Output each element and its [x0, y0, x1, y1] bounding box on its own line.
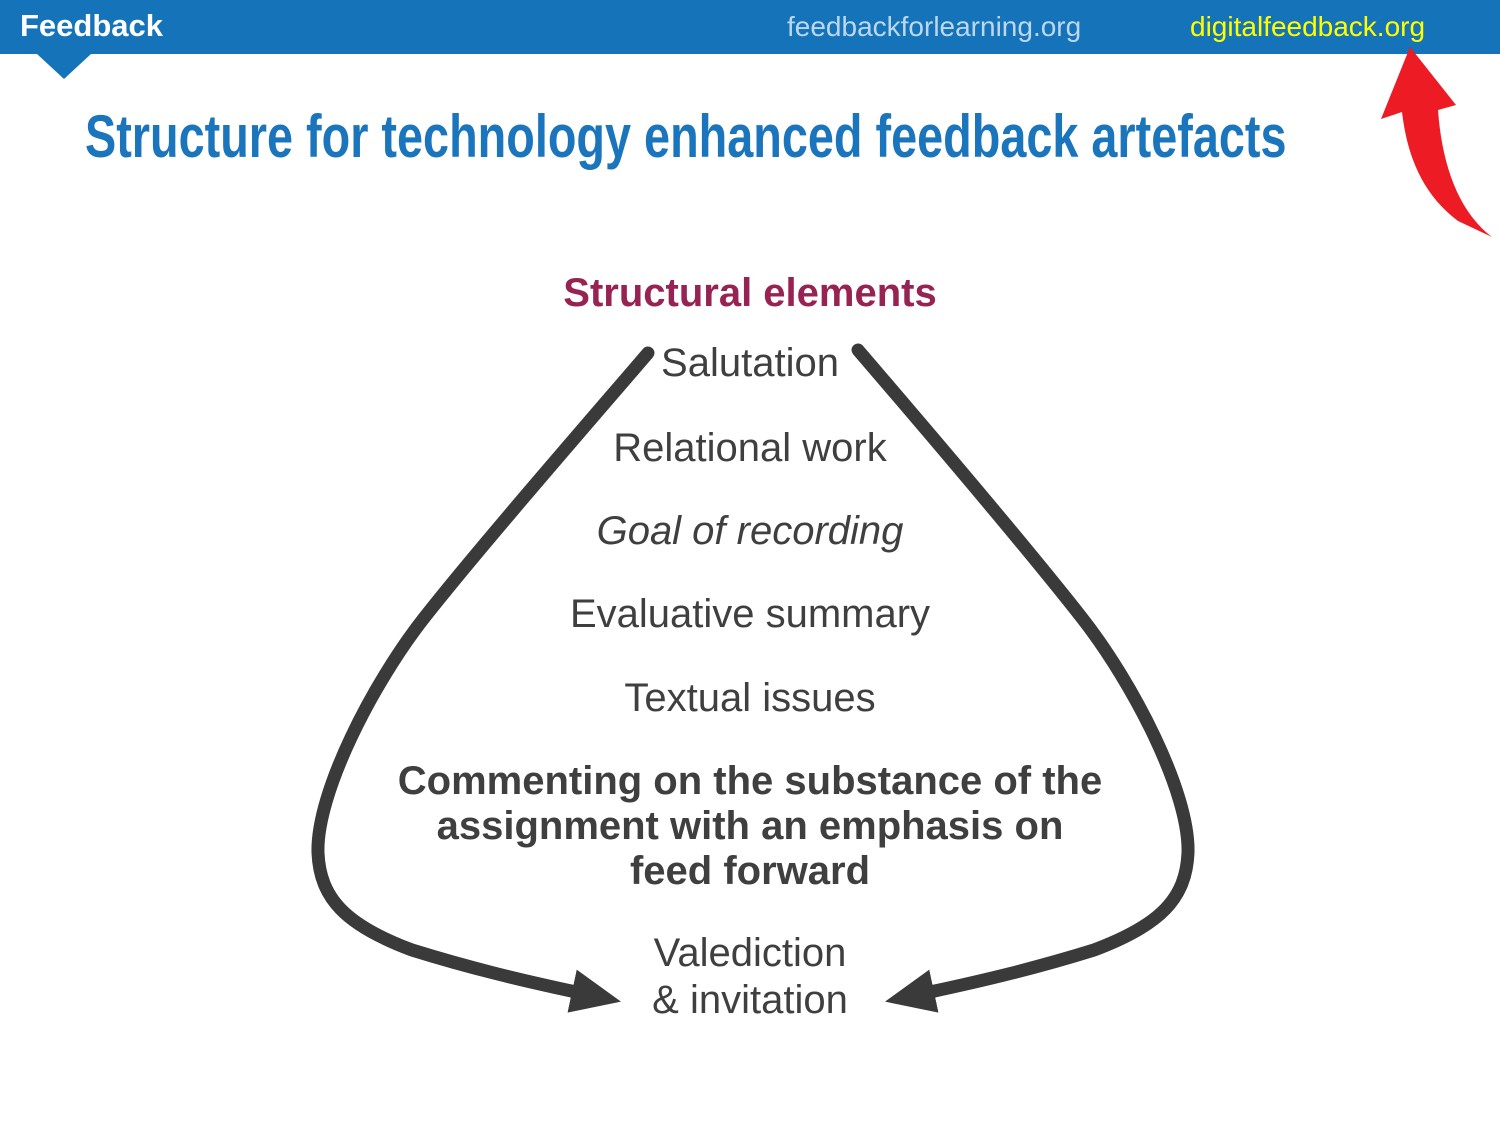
- diagram-item-salutation: Salutation: [661, 341, 839, 385]
- diagram-item-textual-issues: Textual issues: [624, 676, 876, 720]
- diagram-item-evaluative-summary: Evaluative summary: [569, 592, 931, 636]
- slide-title: Structure for technology enhanced feedba…: [85, 103, 1287, 170]
- digitalfeedback-url: digitalfeedback.org: [1190, 11, 1426, 42]
- diagram-heading: Structural elements: [563, 271, 937, 315]
- feedback-logo: Feedback: [20, 8, 164, 43]
- diagram-item-valediction: Valediction & invitation: [0, 930, 1500, 1024]
- diagram-item-relational-work: Relational work: [613, 426, 887, 470]
- header-bar: [0, 0, 1500, 54]
- valediction-line2: & invitation: [652, 978, 848, 1022]
- diagram-item-goal-of-recording: Goal of recording: [596, 509, 904, 553]
- red-pointer-arrow: [1381, 47, 1492, 237]
- valediction-line1: Valediction: [653, 931, 847, 975]
- diagram-item-commenting: Commenting on the substance of the assig…: [397, 759, 1103, 893]
- header-tab-triangle: [37, 54, 91, 79]
- feedbackforlearning-url: feedbackforlearning.org: [787, 11, 1082, 42]
